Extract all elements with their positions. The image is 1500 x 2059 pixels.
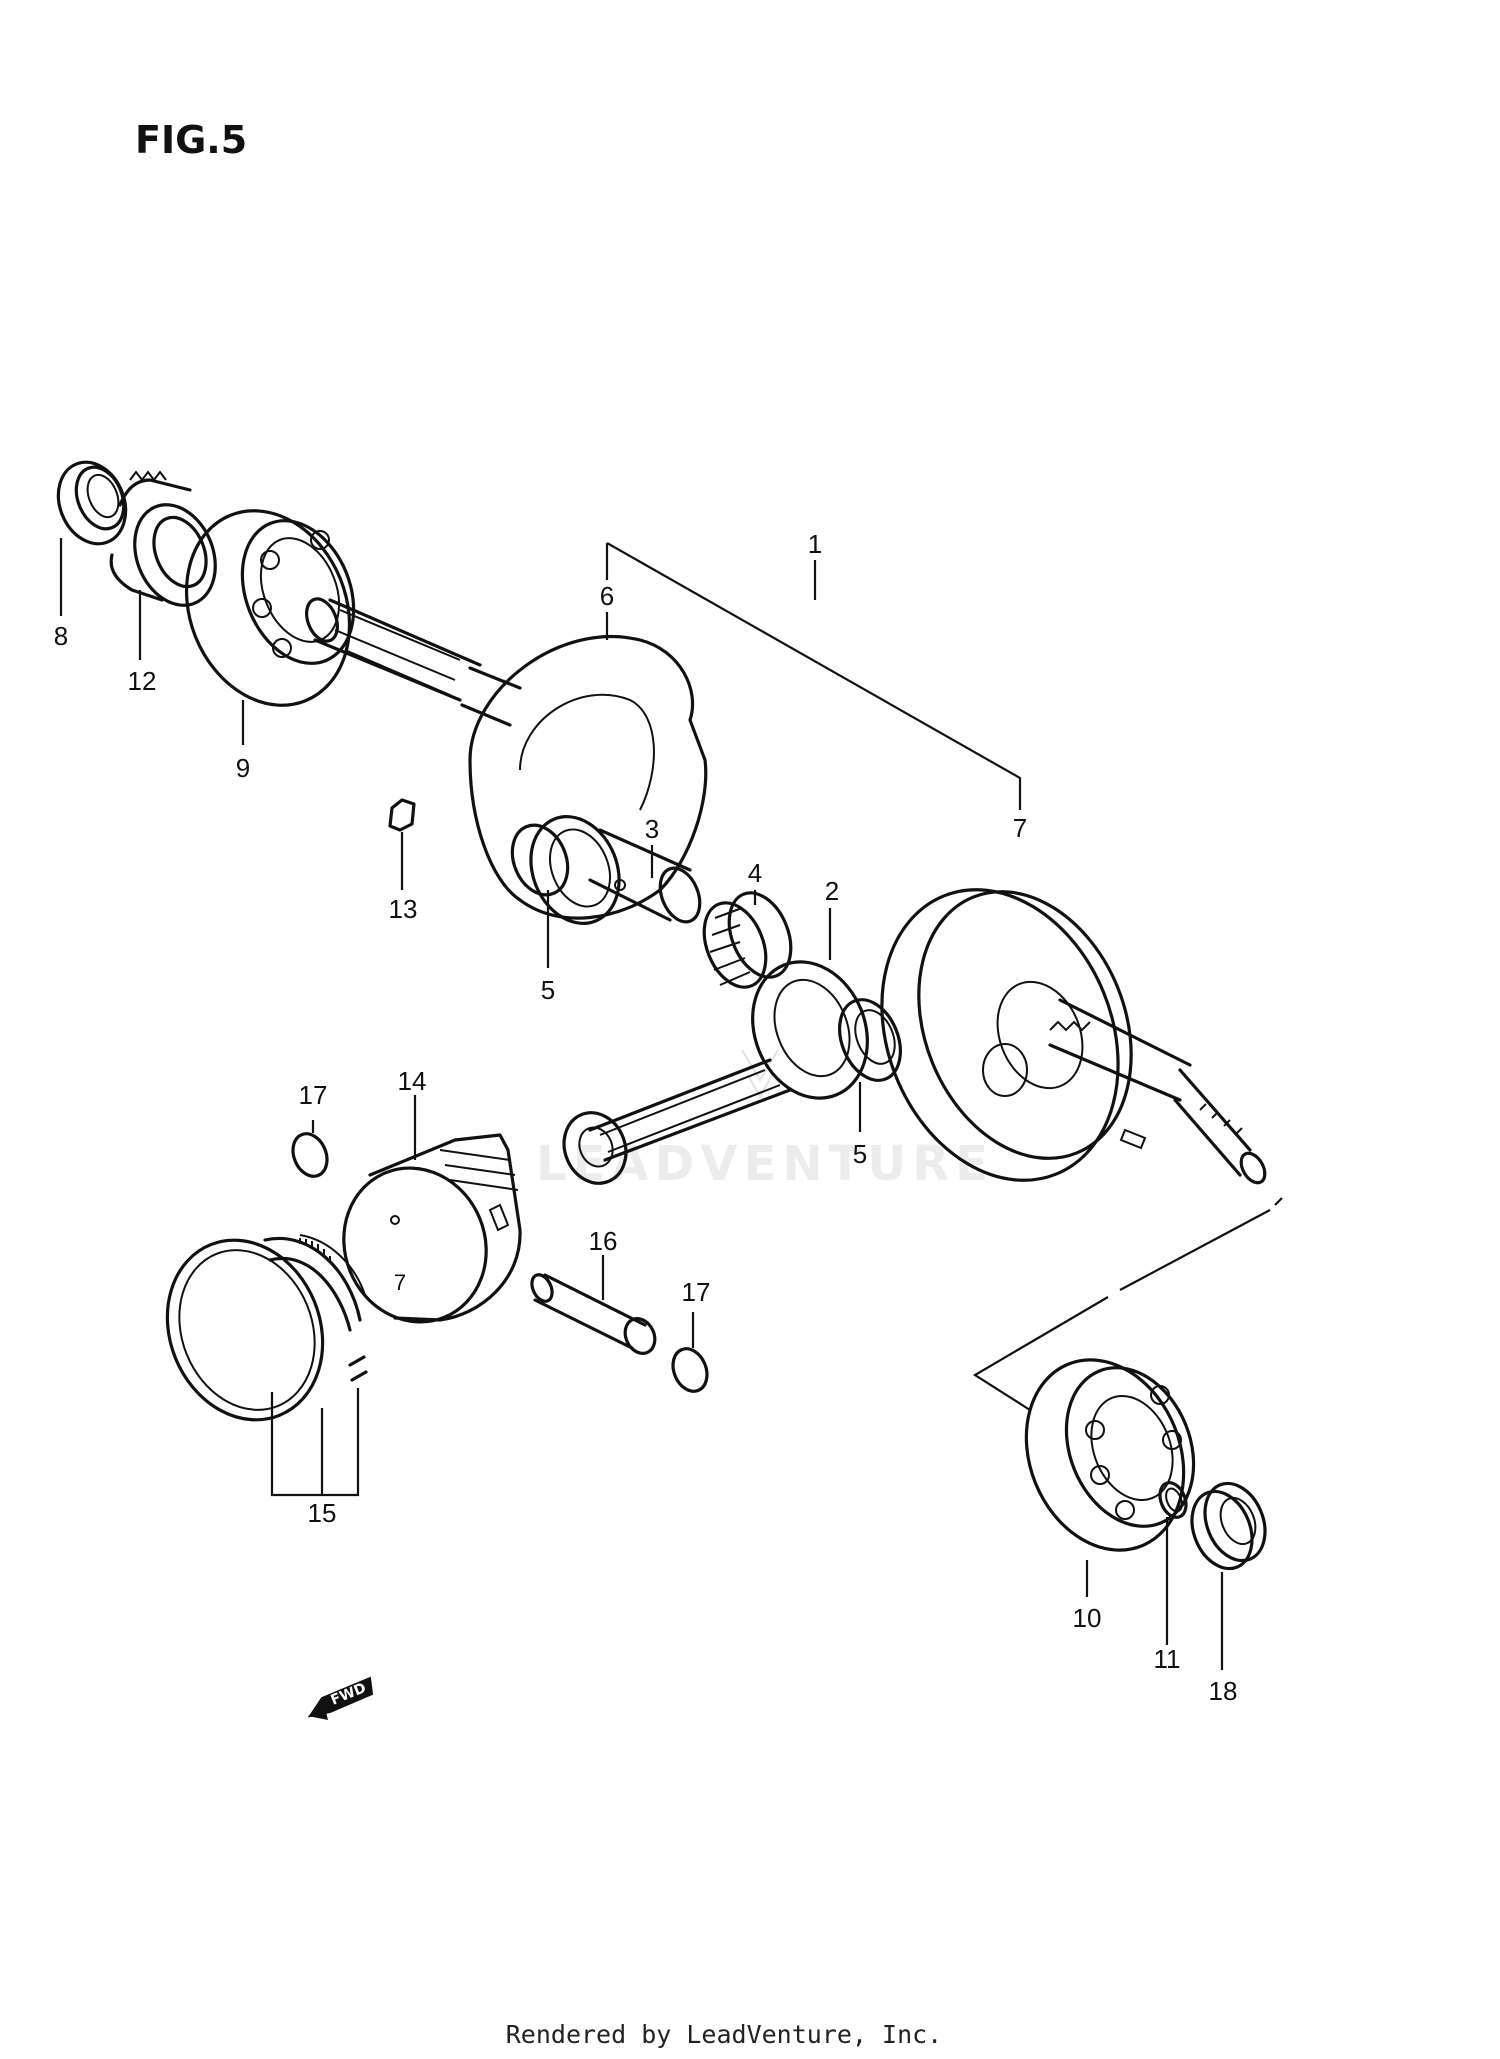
callout-9: 9	[236, 753, 250, 783]
callout-6: 6	[600, 581, 614, 611]
part-4-needle-bearing	[702, 891, 793, 989]
callout-10: 10	[1073, 1603, 1102, 1633]
part-14-piston: 7	[342, 1133, 522, 1324]
callout-7: 7	[1013, 813, 1027, 843]
callout-4: 4	[748, 858, 762, 888]
part-8-oil-seal	[56, 460, 128, 546]
part-5-washer-right	[838, 998, 902, 1082]
callout-8: 8	[54, 621, 68, 651]
part-13-key	[388, 798, 416, 832]
callout-16: 16	[589, 1226, 618, 1256]
callout-2: 2	[825, 876, 839, 906]
part-16-piston-pin	[530, 1273, 657, 1355]
callout-13: 13	[389, 894, 418, 924]
callout-3: 3	[645, 814, 659, 844]
part-6-crank-web	[468, 634, 708, 925]
leader-lines	[59, 538, 1283, 1670]
callout-11: 11	[1154, 1644, 1181, 1674]
part-12-gear	[109, 470, 217, 607]
callout-18: 18	[1209, 1676, 1238, 1706]
callout-numbers: 1 2 3 4 5 5 6 7 8 9 10 11 12 13 14 15 16…	[54, 529, 1238, 1706]
part-17-circlip-left	[291, 1132, 329, 1178]
crankshaft-left-shaft	[305, 597, 522, 727]
crankshaft-right-shaft	[1048, 998, 1267, 1185]
part-7-crank-web	[880, 888, 1133, 1182]
callout-15: 15	[308, 1498, 337, 1528]
part-10-bearing	[1024, 1358, 1196, 1552]
footer-credit: Rendered by LeadVenture, Inc.	[506, 2020, 943, 2049]
part-15-piston-rings	[165, 1234, 368, 1422]
part-3-crank-pin	[588, 828, 702, 924]
fwd-arrow-icon: FWD	[307, 1676, 374, 1720]
callout-14: 14	[398, 1066, 427, 1096]
part-5-washer-left	[510, 823, 570, 897]
callout-17-right: 17	[682, 1277, 711, 1307]
watermark-logo	[741, 1049, 779, 1100]
callout-1: 1	[808, 529, 822, 559]
part-17-circlip-right	[671, 1347, 709, 1393]
callout-5-left: 5	[541, 975, 555, 1005]
part-18-oil-seal	[1190, 1481, 1267, 1571]
callout-5-right: 5	[853, 1139, 867, 1169]
part-11-o-ring	[1158, 1481, 1188, 1519]
part-2-connecting-rod	[562, 960, 869, 1185]
figure-title: FIG.5	[135, 118, 247, 162]
callout-12: 12	[128, 666, 157, 696]
svg-text:7: 7	[394, 1270, 406, 1295]
callout-17-left: 17	[299, 1080, 328, 1110]
